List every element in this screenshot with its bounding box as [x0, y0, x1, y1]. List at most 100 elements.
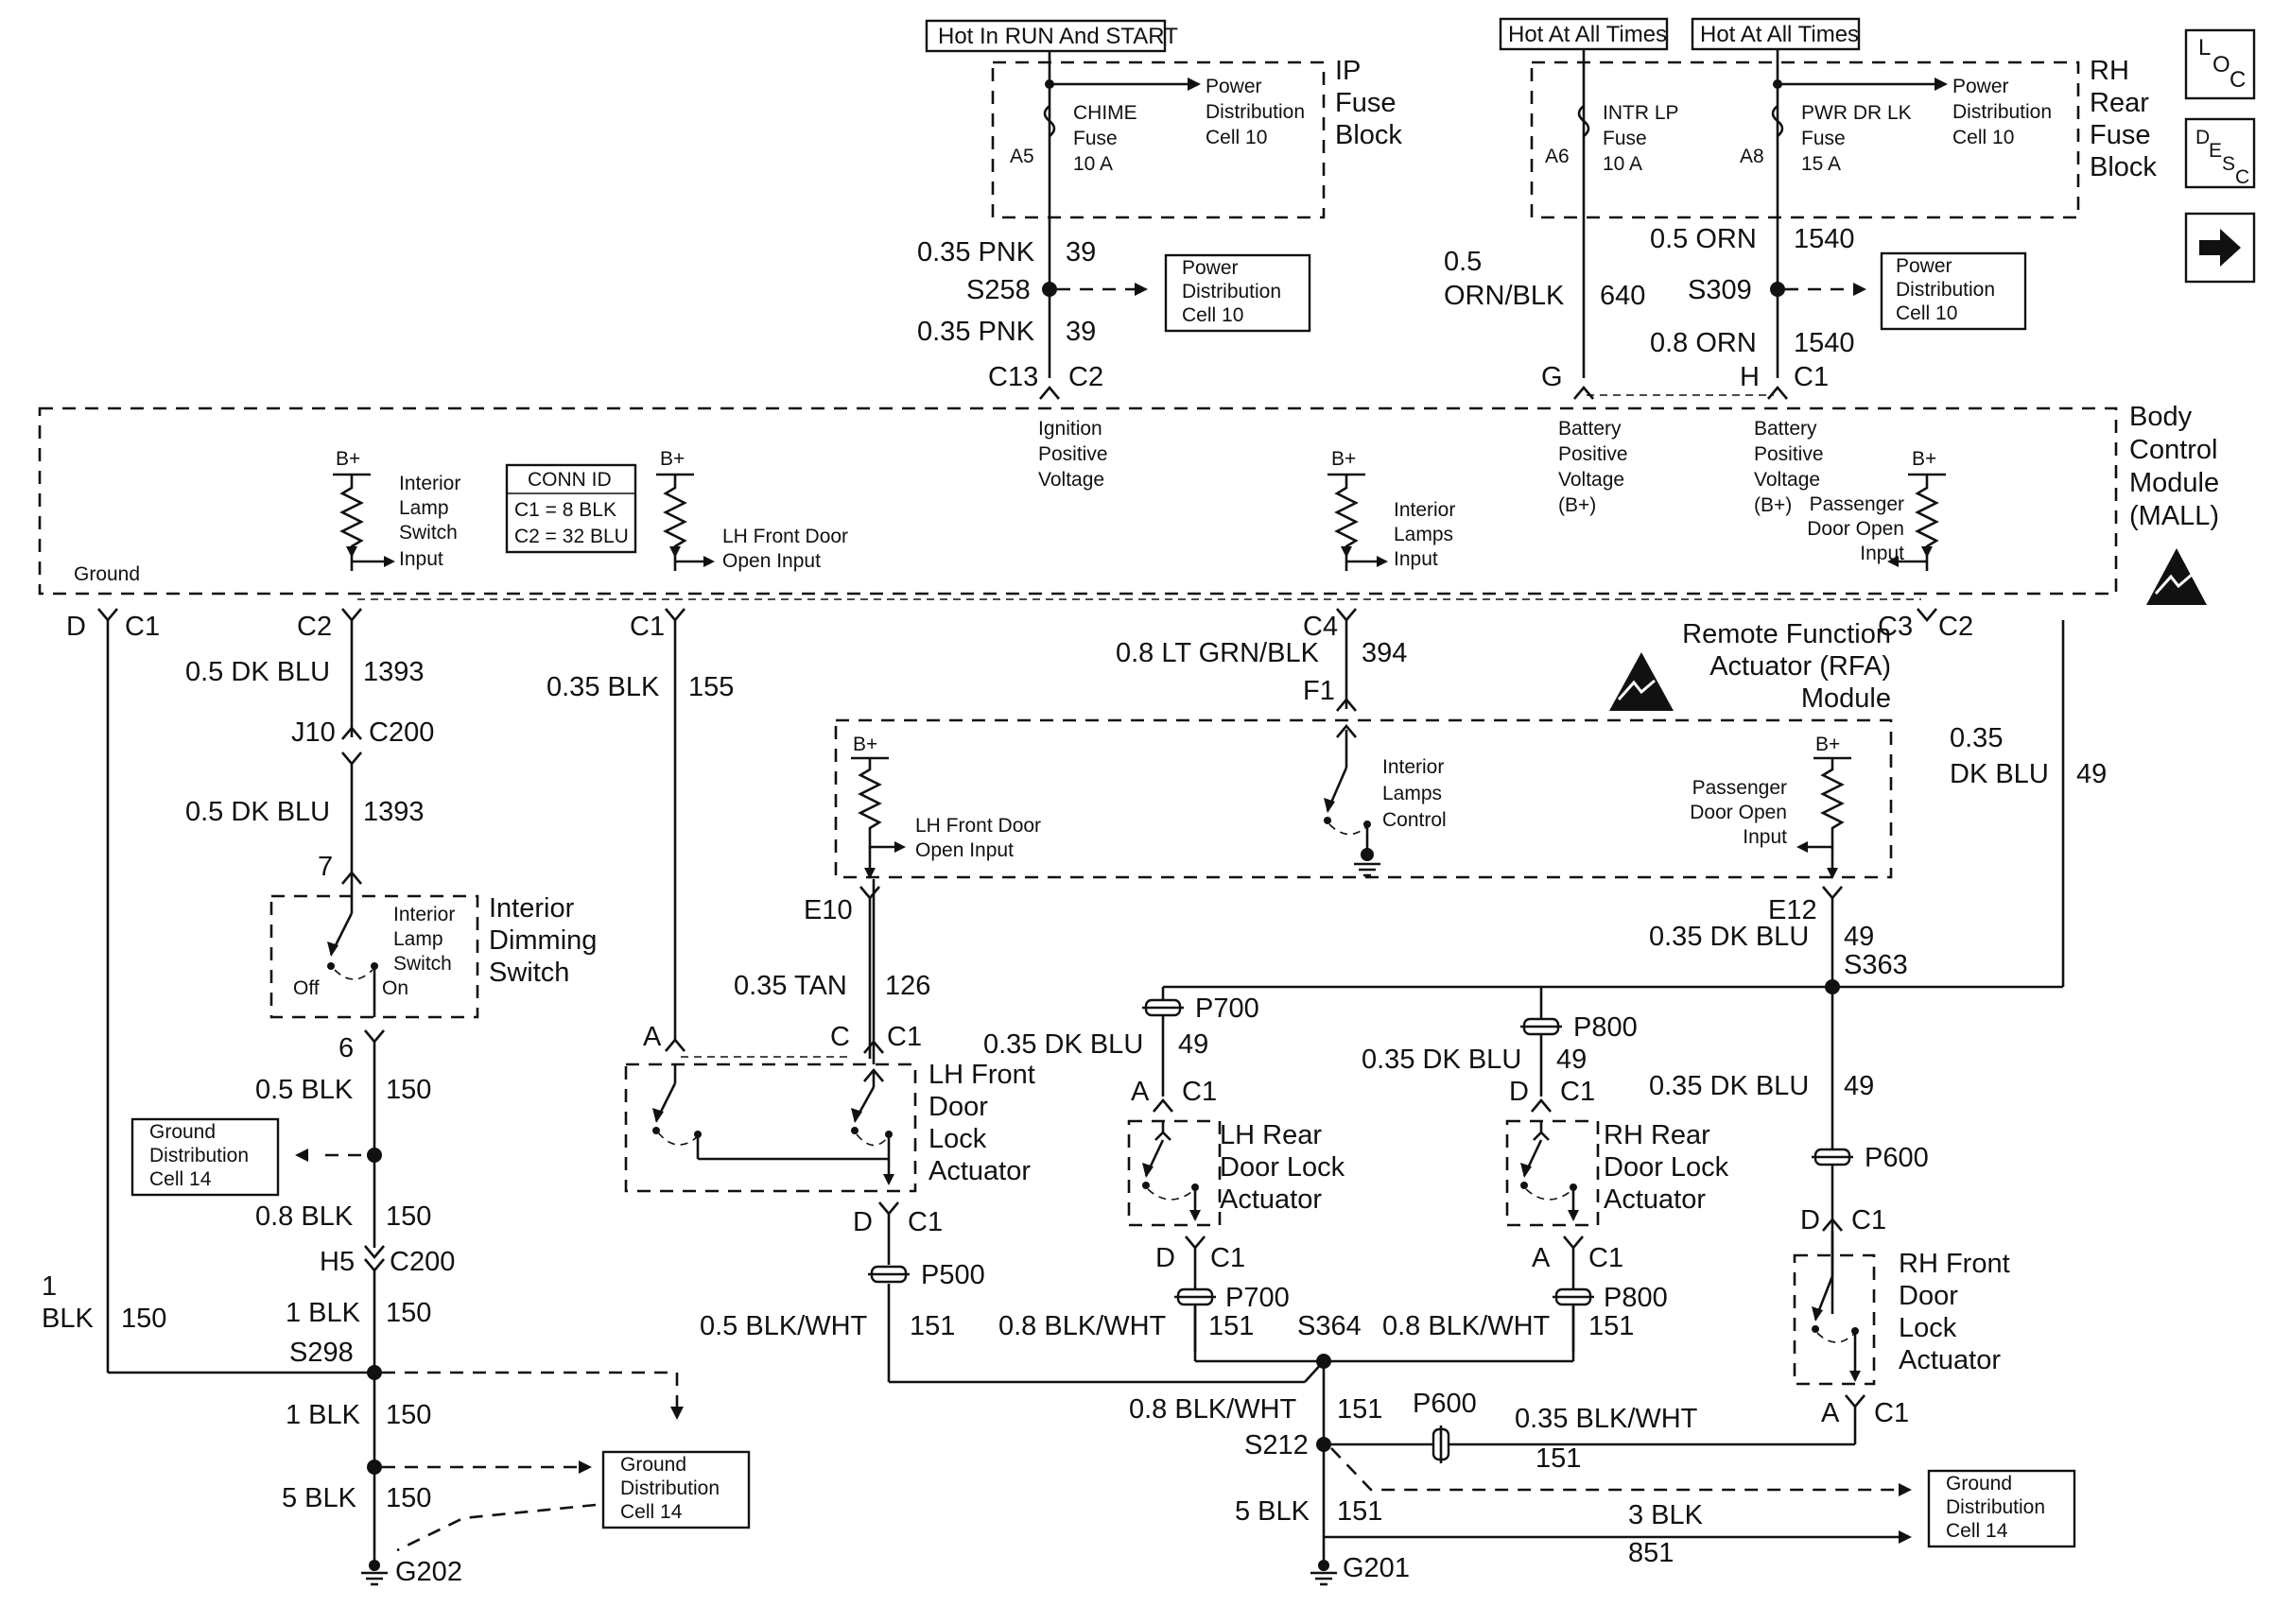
pdo-input-2: Door Open: [1807, 518, 1904, 540]
ils-input-1: Interior: [399, 473, 460, 494]
conn-c1-top: C1: [1794, 362, 1829, 392]
circuit-49-a: 49: [2076, 759, 2107, 789]
ground-g201-icon: [1310, 1560, 1337, 1586]
rhr-actuator-title-2: Door Lock: [1604, 1152, 1729, 1183]
rfa-bplus-2: B+: [1815, 734, 1840, 755]
p600-connector-mid: [1812, 1148, 1853, 1166]
lh-front-door-lock-actuator: LH Front Door Lock Actuator: [624, 1060, 1035, 1193]
intr-lp-fuse-name: INTR LP: [1603, 102, 1679, 124]
bcm-pullup-interior-lamp-switch: B+ Interior Lamp Switch Input: [333, 448, 460, 571]
rfa-pdo-1: Passenger: [1692, 777, 1787, 799]
battery-a-label-3: Voltage: [1558, 469, 1624, 491]
intr-lp-fuse-pin: A6: [1545, 146, 1570, 167]
wire-49-label-c: 0.35 DK BLU: [983, 1029, 1143, 1060]
pin-a-lhr: A: [1131, 1077, 1150, 1107]
wire-151-label-c: 0.8 BLK/WHT: [1382, 1311, 1551, 1341]
conn-c1-lhr2: C1: [1210, 1243, 1245, 1273]
wire-49-gauge-a: 0.35: [1950, 723, 2003, 753]
conn-id-heading: CONN ID: [528, 469, 612, 491]
pin-7: 7: [318, 852, 333, 882]
p600-connector-bottom: [1431, 1425, 1450, 1463]
splice-s258: S258: [966, 275, 1031, 305]
rfa-bplus-1: B+: [853, 734, 877, 755]
ground-g202: G202: [395, 1557, 462, 1587]
conn-c13: C13: [988, 362, 1038, 392]
intr-lp-fuse-rating: 10 A: [1603, 153, 1642, 175]
chime-fuse-word: Fuse: [1073, 128, 1118, 149]
rfa-pullup-passenger-door: B+ Passenger Door Open Input: [1690, 734, 1851, 879]
circuit-151-a: 151: [910, 1311, 955, 1341]
gnd-ref-3-line2: Distribution: [1946, 1496, 2045, 1518]
lh-front-door-circuit: 0.35 BLK 155 A C C1 LH Front Door Lock A…: [547, 620, 1325, 1384]
pdc-ref-4-line1: Power: [1896, 255, 1952, 277]
conn-c1-lh: C1: [630, 612, 665, 642]
circuit-49-c: 49: [1178, 1029, 1208, 1060]
battery-a-label-2: Positive: [1558, 443, 1628, 465]
wire-039-label-a: 0.35 PNK: [917, 237, 1035, 268]
conn-c200-b: C200: [390, 1247, 455, 1277]
wire-150-color-d: BLK: [42, 1304, 94, 1334]
splice-s212: S212: [1244, 1430, 1309, 1460]
lhfd-input-2: Open Input: [722, 550, 821, 572]
ignition-label-2: Positive: [1038, 443, 1108, 465]
circuit-1393-b: 1393: [363, 797, 425, 827]
pdc-ref-2-line1: Power: [1952, 76, 2009, 97]
circuit-126: 126: [885, 971, 930, 1001]
pwr-dr-lk-fuse-rating: 15 A: [1801, 153, 1841, 175]
conn-c1-lhf: C1: [887, 1022, 922, 1052]
battery-a-label-4: (B+): [1558, 494, 1596, 516]
lhr-actuator-title-1: LH Rear: [1220, 1120, 1322, 1150]
rh-rear-fuse-block: INTR LP Fuse 10 A A6 PWR DR LK Fuse 15 A…: [1530, 49, 2157, 378]
conn-c2-top: C2: [1068, 362, 1103, 392]
pdc-ref-3-line3: Cell 10: [1182, 304, 1243, 326]
pin-a-rhf: A: [1821, 1398, 1840, 1428]
pwr-dr-lk-fuse-word: Fuse: [1801, 128, 1846, 149]
pin-h5: H5: [320, 1247, 355, 1277]
pdc-ref-1-line1: Power: [1206, 76, 1262, 97]
conn-p600-b: P600: [1413, 1389, 1477, 1419]
circuit-1393-a: 1393: [363, 657, 425, 687]
ignition-label-1: Ignition: [1038, 418, 1102, 440]
loc-button[interactable]: L O C: [2184, 28, 2256, 100]
next-page-button[interactable]: [2184, 212, 2256, 284]
body-control-module: Body Control Module (MALL) Ignition Posi…: [38, 402, 2219, 605]
rhf-actuator-title-4: Actuator: [1899, 1345, 2001, 1375]
circuit-155: 155: [688, 672, 734, 702]
bcm-title-4: (MALL): [2129, 501, 2219, 531]
pdc-ref-1-line2: Distribution: [1206, 101, 1305, 123]
circuit-49-d: 49: [1556, 1045, 1587, 1075]
rh-rear-fuse-title-2: Rear: [2090, 88, 2149, 118]
gnd-ref-1-line2: Distribution: [149, 1145, 249, 1166]
rfa-interior-lamps-control: Interior Lamps Control: [1324, 723, 1447, 877]
pdc-ref-4-line2: Distribution: [1896, 279, 1995, 301]
conn-c3: C3: [1878, 612, 1913, 642]
bplus-1: B+: [336, 448, 360, 470]
chime-fuse-rating: 10 A: [1073, 153, 1113, 175]
circuit-151-b: 151: [1208, 1311, 1254, 1341]
wire-126-label: 0.35 TAN: [734, 971, 847, 1001]
rhf-actuator-title-1: RH Front: [1899, 1249, 2010, 1279]
desc-icon-letter-c: C: [2235, 166, 2249, 188]
conn-c2-lamp: C2: [297, 612, 332, 642]
dim-switch-title-2: Dimming: [489, 925, 597, 956]
dim-switch-inner-1: Interior: [393, 904, 455, 925]
rh-rear-fuse-title-1: RH: [2090, 56, 2129, 86]
rfa-il-2: Lamps: [1382, 783, 1442, 804]
p800-connector-top: [1520, 1017, 1562, 1036]
pin-f1: F1: [1303, 676, 1335, 706]
wire-151-label-f: 5 BLK: [1235, 1496, 1310, 1527]
pdc-ref-2-line3: Cell 10: [1952, 127, 2014, 148]
top-wire-labels: 0.35 PNK 39 S258 0.35 PNK 39 C13 C2 0.5 …: [917, 224, 1855, 392]
gnd-ref-1-line1: Ground: [149, 1121, 216, 1143]
loc-icon-letter-o: O: [2212, 52, 2230, 78]
wire-150-label-e: 1 BLK: [286, 1400, 361, 1430]
ip-fuse-title-2: Fuse: [1335, 88, 1396, 118]
pin-a-lhf: A: [643, 1022, 662, 1052]
desc-button[interactable]: D E S C: [2184, 117, 2256, 189]
wire-150-label-a: 0.5 BLK: [255, 1075, 354, 1105]
p700-connector-bottom: [1174, 1287, 1216, 1306]
pdo-input-3: Input: [1860, 543, 1904, 564]
bplus-3: B+: [1331, 448, 1356, 470]
rhf-actuator-title-3: Lock: [1899, 1313, 1957, 1343]
